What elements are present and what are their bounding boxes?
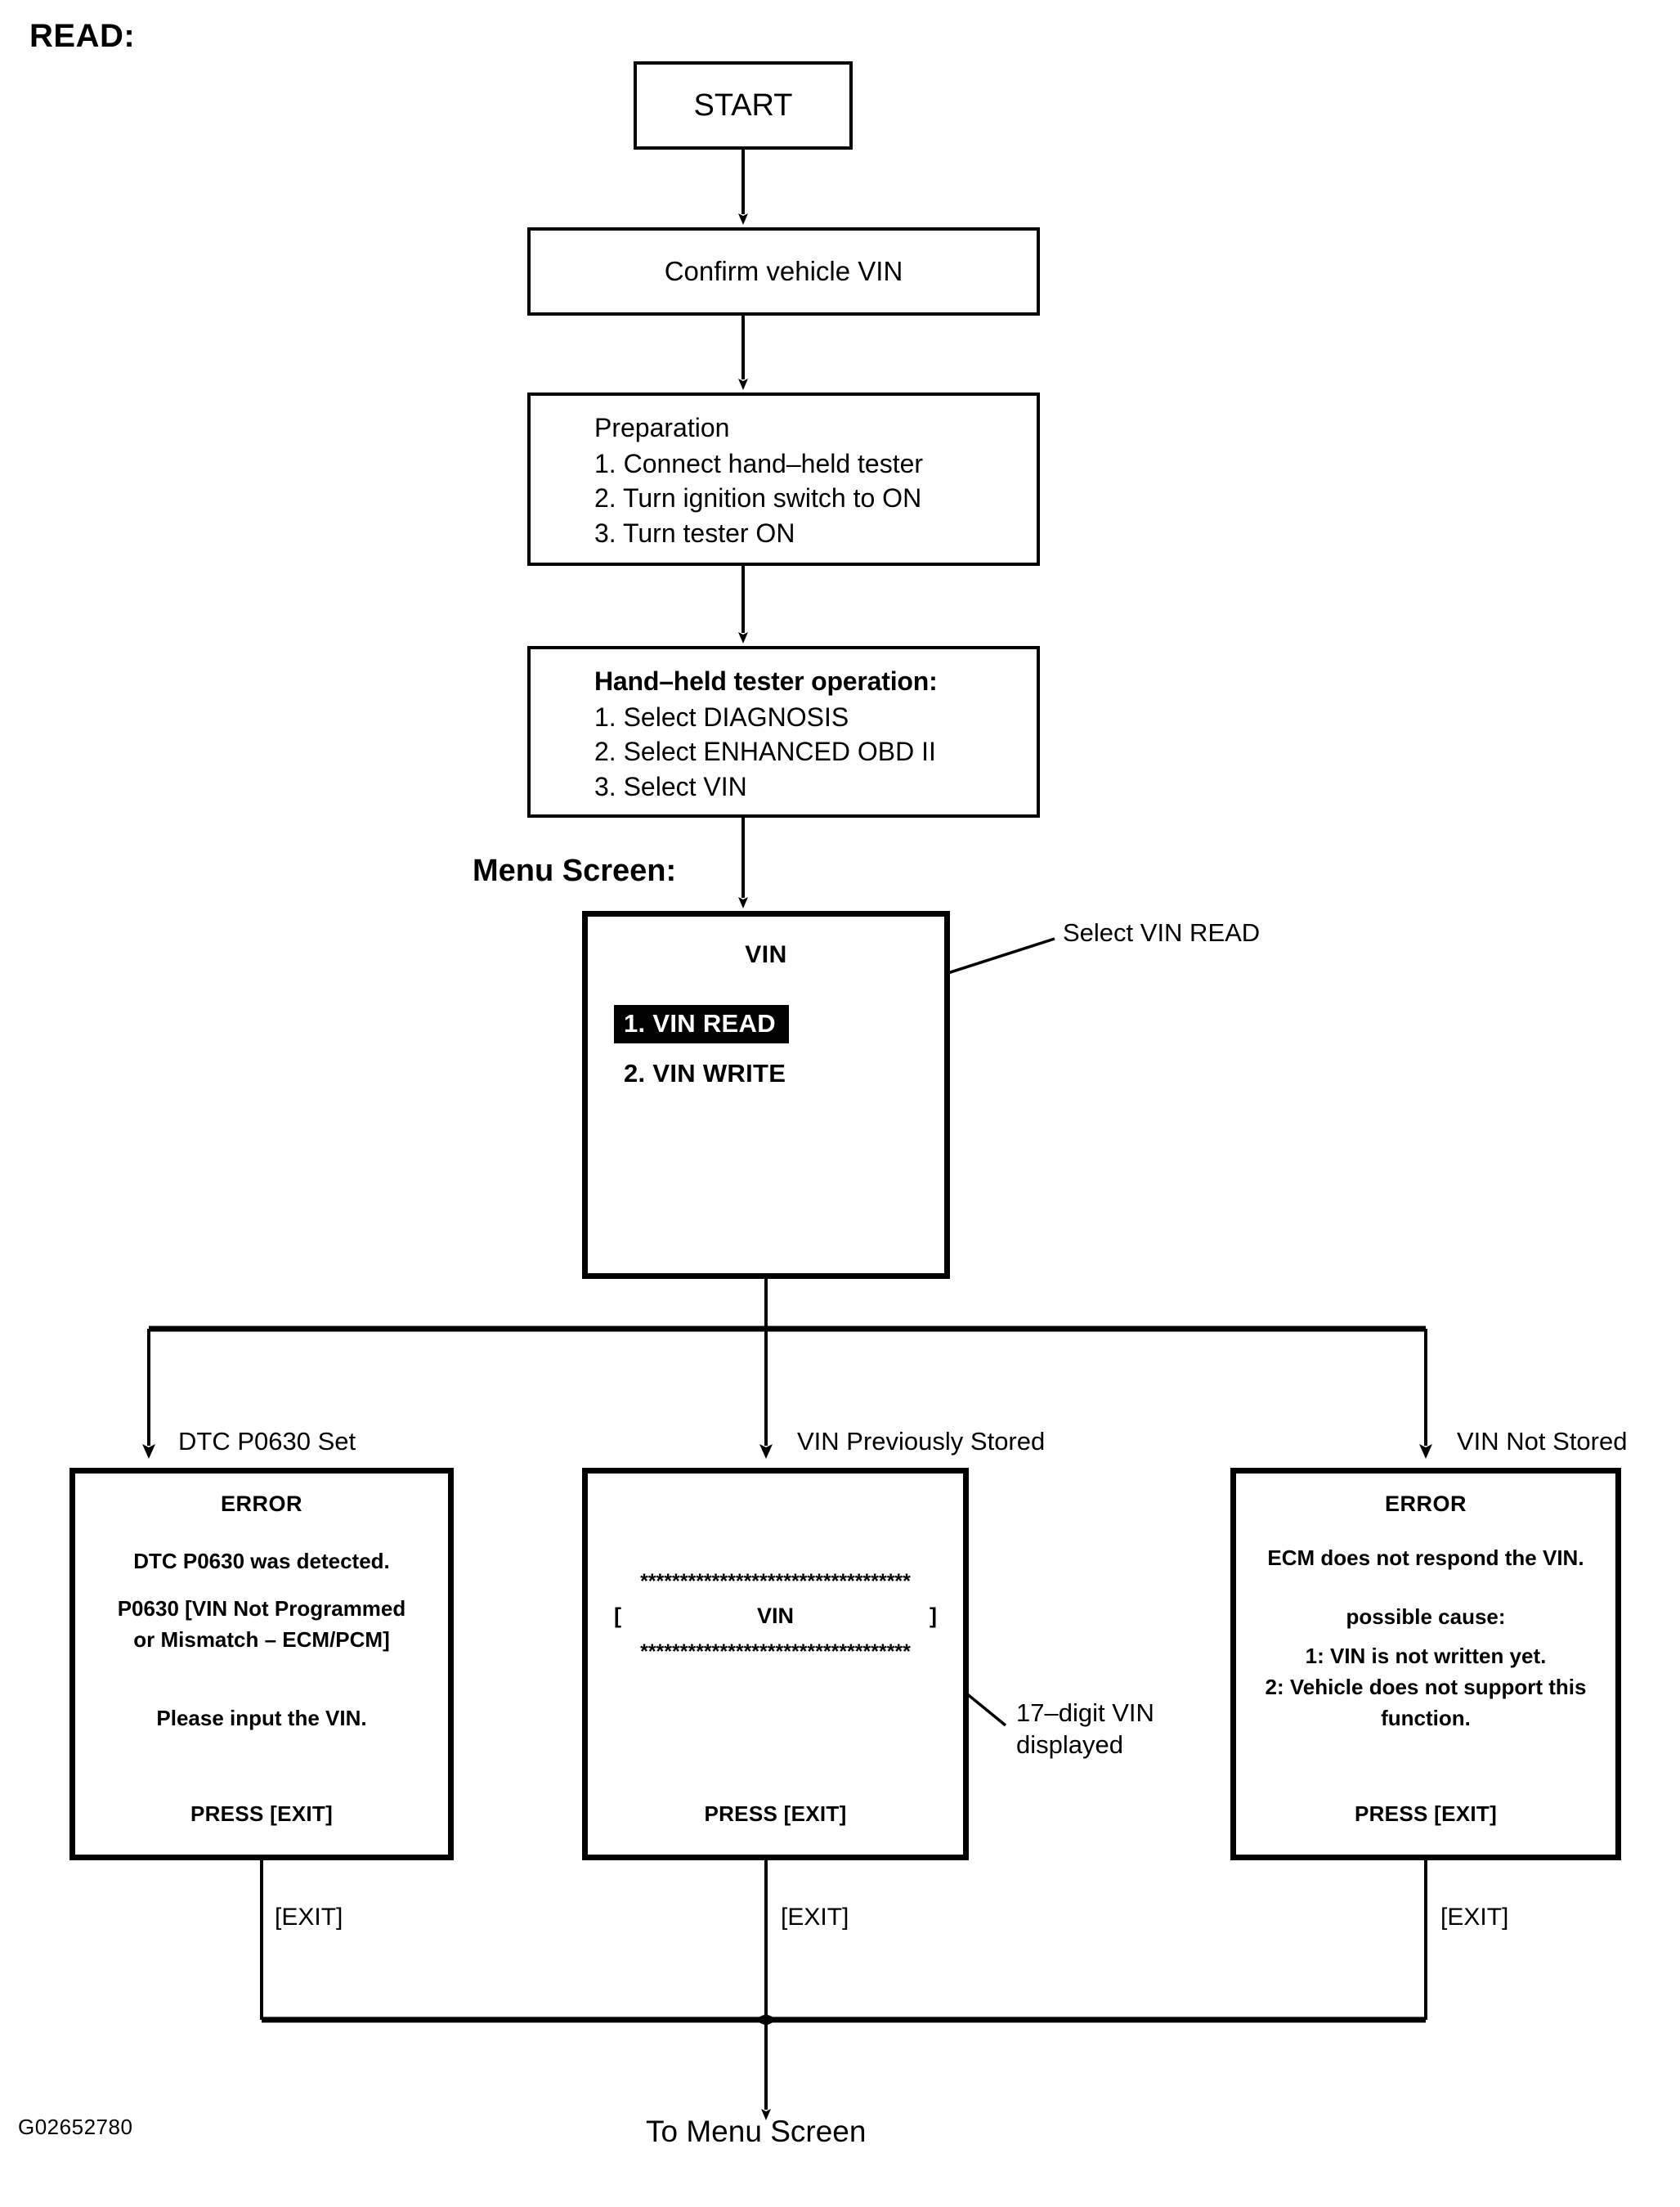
- menu-screen-title: VIN: [745, 941, 787, 968]
- preparation-step-3: 3. Turn tester ON: [594, 518, 795, 548]
- vin-stars-bottom: **********************************: [640, 1640, 911, 1663]
- not-stored-press-exit: PRESS [EXIT]: [1354, 1801, 1498, 1826]
- vin-value-placeholder: VIN: [756, 1604, 794, 1628]
- preparation-lead: Preparation: [594, 413, 730, 442]
- tester-operation-lead: Hand–held tester operation:: [594, 666, 938, 696]
- start-box: START: [634, 61, 853, 150]
- to-menu-screen-label: To Menu Screen: [646, 2115, 867, 2148]
- tester-operation-box: Hand–held tester operation: 1. Select DI…: [527, 646, 1040, 818]
- vin-stored-press-exit: PRESS [EXIT]: [704, 1801, 847, 1826]
- vin-bracket-open: [: [614, 1604, 621, 1628]
- start-box-label: START: [693, 87, 793, 123]
- dtc-error-line-2b: or Mismatch – ECM/PCM]: [133, 1627, 390, 1652]
- confirm-vin-box: Confirm vehicle VIN: [527, 227, 1040, 316]
- callout-17-digit-vin: 17–digit VIN displayed: [1016, 1698, 1154, 1761]
- branch-label-vin-stored: VIN Previously Stored: [797, 1427, 1046, 1456]
- error-screen-dtc-p0630: ERROR DTC P0630 was detected. P0630 [VIN…: [69, 1468, 454, 1860]
- dtc-error-title: ERROR: [220, 1492, 302, 1516]
- callout-select-vin-read: Select VIN READ: [1063, 918, 1261, 947]
- dtc-error-line-2a: P0630 [VIN Not Programmed: [117, 1596, 406, 1621]
- exit-label-middle: [EXIT]: [781, 1904, 849, 1931]
- vin-bracket-close: ]: [930, 1604, 937, 1628]
- dtc-error-line-1: DTC P0630 was detected.: [133, 1549, 390, 1573]
- dtc-error-line-3: Please input the VIN.: [156, 1706, 367, 1730]
- preparation-steps: Preparation 1. Connect hand–held tester …: [531, 396, 1037, 550]
- error-screen-vin-not-stored: ERROR ECM does not respond the VIN. poss…: [1230, 1468, 1621, 1860]
- not-stored-possible-cause: possible cause:: [1346, 1604, 1506, 1629]
- vin-stars-top: **********************************: [640, 1570, 911, 1593]
- not-stored-error-line-1: ECM does not respond the VIN.: [1267, 1545, 1584, 1570]
- branch-label-vin-not-stored: VIN Not Stored: [1457, 1427, 1628, 1456]
- vin-value-row: [ VIN ]: [596, 1601, 955, 1631]
- branch-label-dtc-set: DTC P0630 Set: [178, 1427, 356, 1456]
- preparation-box: Preparation 1. Connect hand–held tester …: [527, 393, 1040, 566]
- callout-17-digit-vin-line2: displayed: [1016, 1729, 1123, 1759]
- tester-operation-step-2: 2. Select ENHANCED OBD II: [594, 737, 936, 767]
- vin-stored-screen: ********************************** [ VIN…: [582, 1468, 969, 1860]
- menu-screen-label: Menu Screen:: [473, 854, 677, 888]
- not-stored-cause-2b: function.: [1381, 1706, 1471, 1730]
- not-stored-error-title: ERROR: [1384, 1492, 1467, 1516]
- callout-17-digit-vin-line1: 17–digit VIN: [1016, 1698, 1154, 1727]
- menu-item-vin-write[interactable]: 2. VIN WRITE: [624, 1059, 786, 1088]
- exit-label-right: [EXIT]: [1440, 1904, 1509, 1931]
- tester-operation-step-3: 3. Select VIN: [594, 771, 747, 801]
- menu-item-vin-read[interactable]: 1. VIN READ: [614, 1005, 789, 1043]
- tester-operation-steps: Hand–held tester operation: 1. Select DI…: [531, 649, 1037, 804]
- preparation-step-1: 1. Connect hand–held tester: [594, 448, 924, 478]
- preparation-step-2: 2. Turn ignition switch to ON: [594, 483, 922, 514]
- dtc-error-press-exit: PRESS [EXIT]: [190, 1801, 334, 1826]
- tester-menu-screen: VIN 1. VIN READ 2. VIN WRITE: [582, 911, 950, 1279]
- figure-id: G02652780: [18, 2115, 133, 2139]
- page-title: READ:: [29, 18, 136, 54]
- not-stored-cause-2a: 2: Vehicle does not support this: [1265, 1675, 1587, 1699]
- tester-operation-step-1: 1. Select DIAGNOSIS: [594, 702, 849, 732]
- confirm-vin-label: Confirm vehicle VIN: [664, 256, 903, 286]
- not-stored-cause-1: 1: VIN is not written yet.: [1305, 1644, 1547, 1668]
- exit-label-left: [EXIT]: [275, 1904, 343, 1931]
